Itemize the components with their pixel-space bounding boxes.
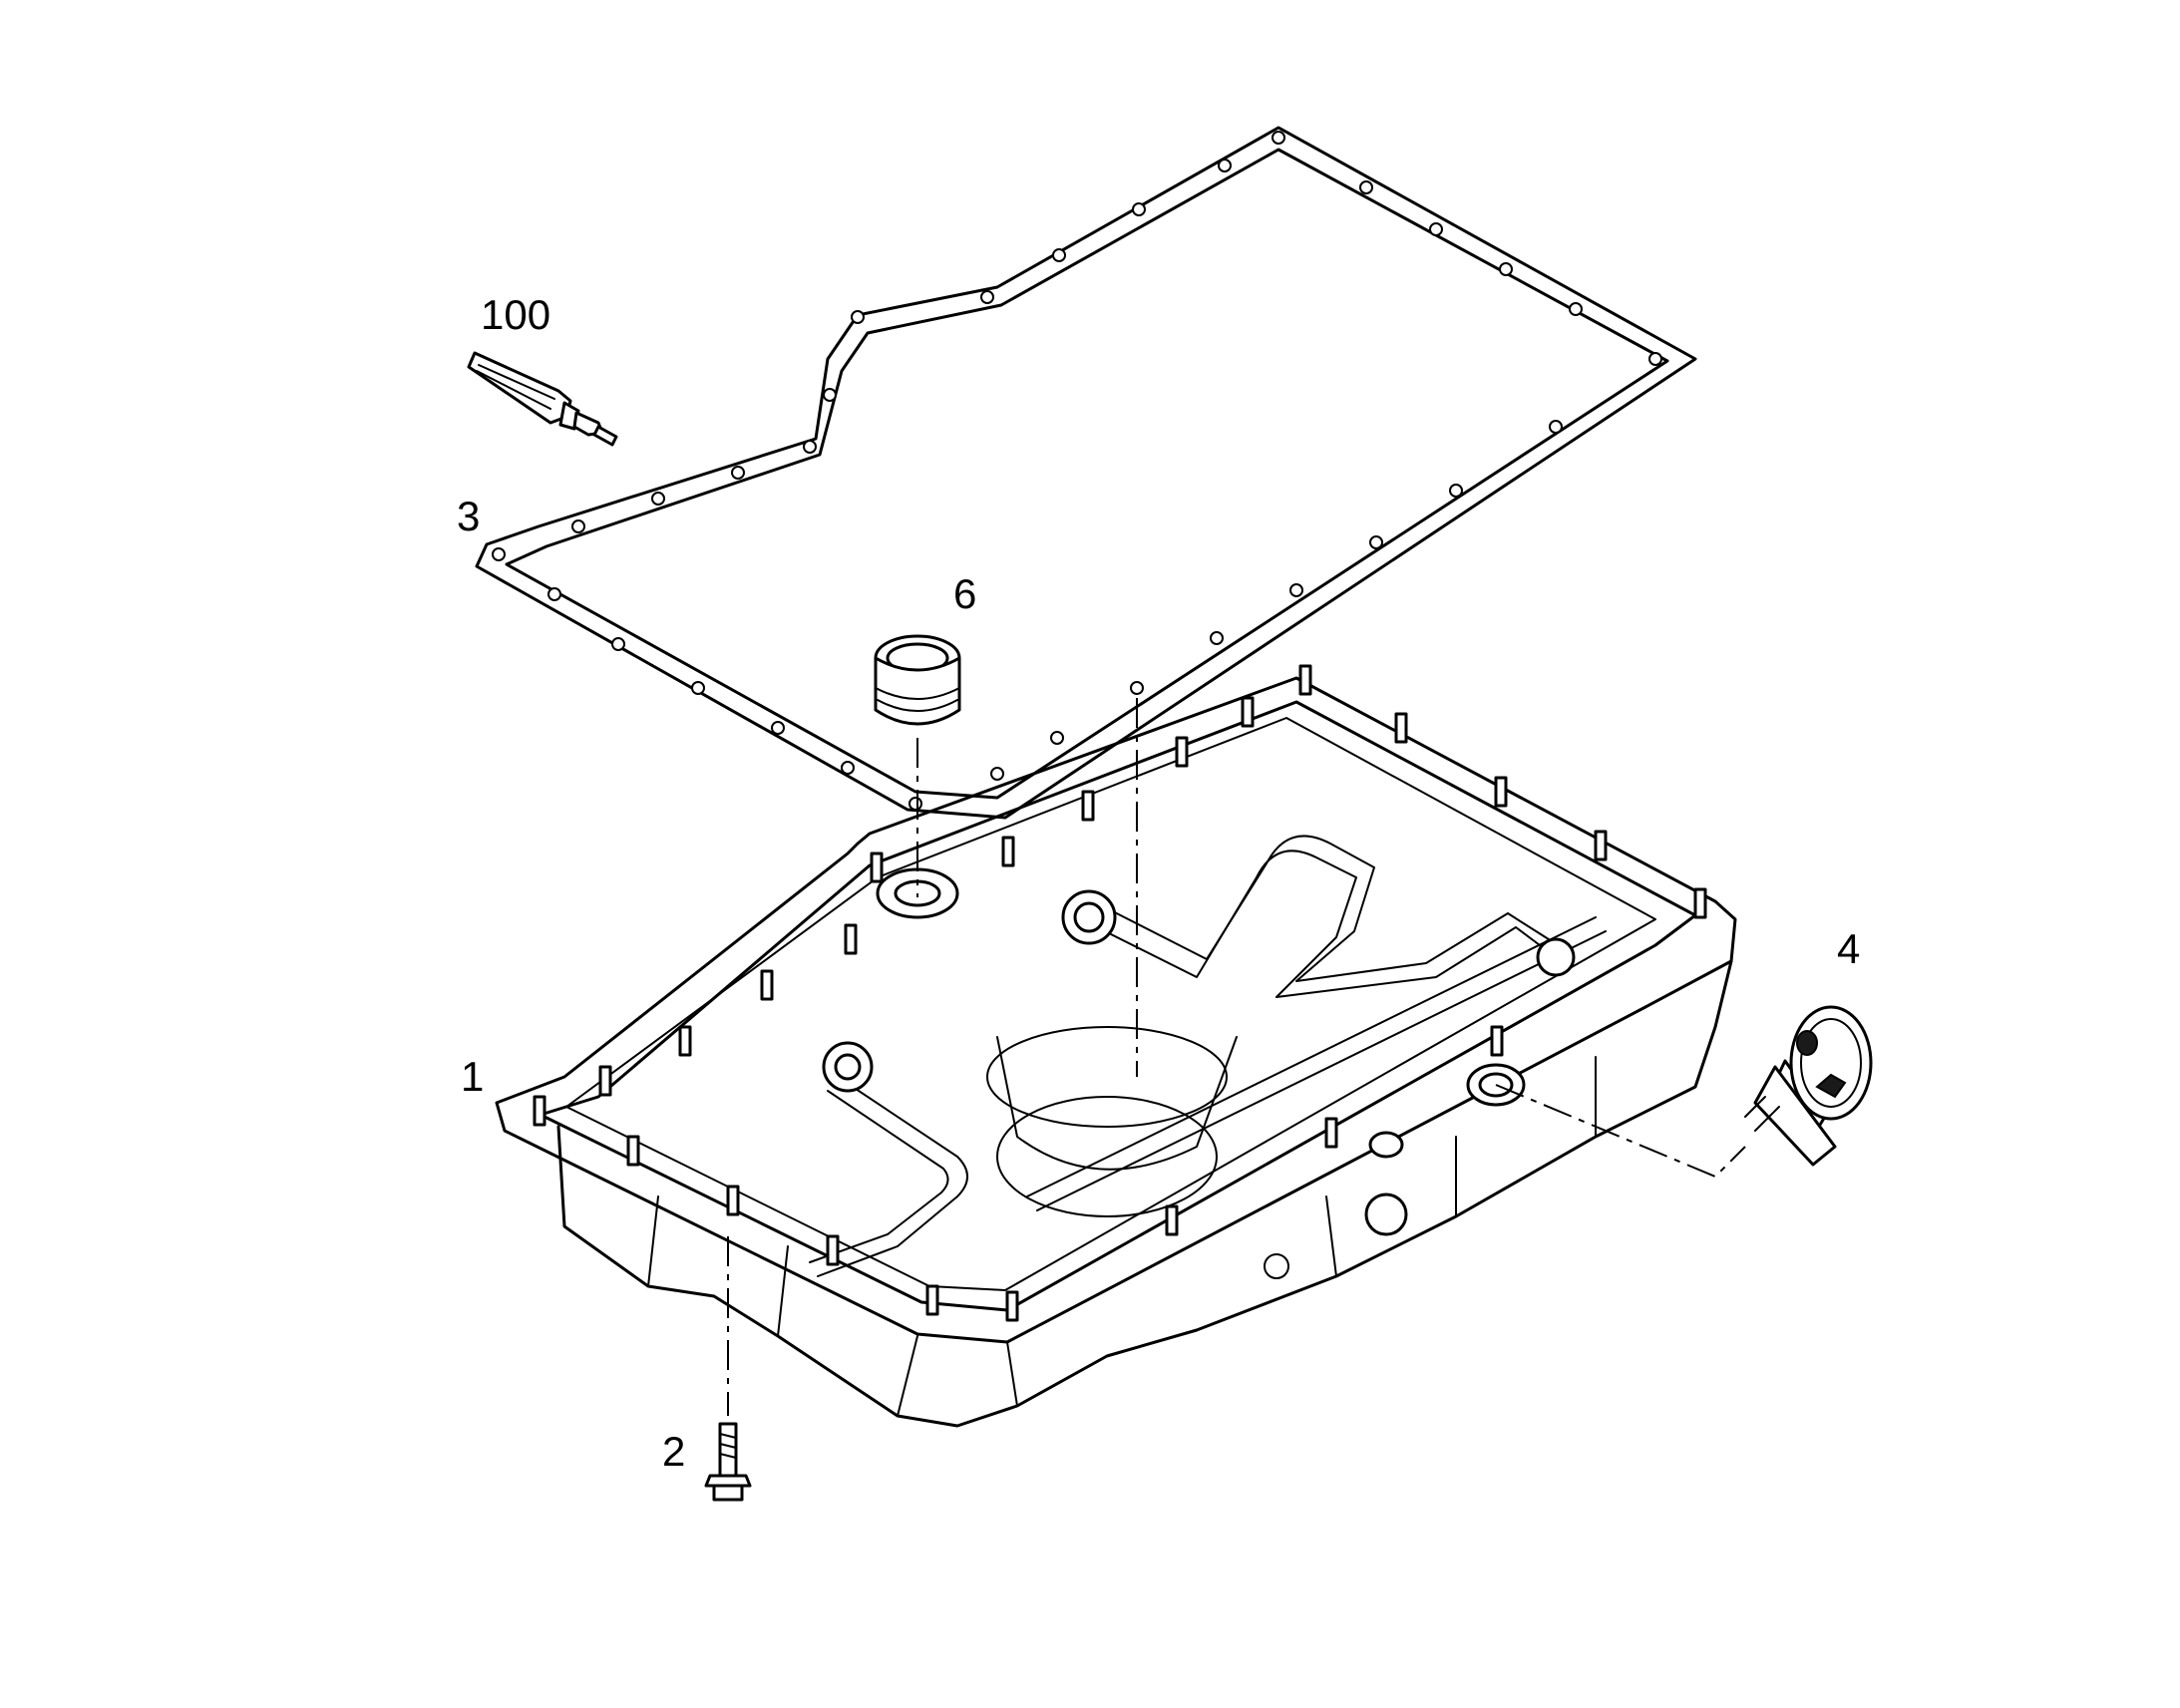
bolt-part-2[interactable] [704, 1422, 752, 1502]
callout-3: 3 [457, 493, 480, 539]
assembly-lines [727, 698, 1746, 1416]
pipe-fitting [822, 889, 1576, 1093]
flange-studs [533, 664, 1707, 1322]
callout-labels: 100 3 6 4 1 2 [457, 291, 1860, 1475]
callout-100: 100 [481, 291, 550, 338]
oil-pan-part-1[interactable] [495, 664, 1737, 1428]
gasket-bolt-holes [492, 131, 1662, 811]
plug-part-6[interactable] [874, 634, 961, 726]
callout-4: 4 [1837, 925, 1860, 972]
callout-6: 6 [953, 570, 976, 617]
sensor-cap-part-4[interactable] [1744, 1005, 1873, 1167]
sealant-tube-part-100[interactable] [467, 351, 618, 447]
callout-1: 1 [461, 1053, 484, 1100]
callout-2: 2 [662, 1428, 685, 1475]
gasket-part-3[interactable] [475, 126, 1697, 820]
